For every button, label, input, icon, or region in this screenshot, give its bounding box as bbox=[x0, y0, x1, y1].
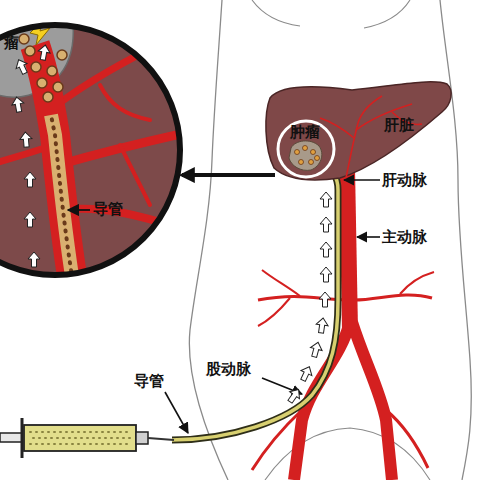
liver-shape bbox=[266, 82, 451, 180]
node-text: 肝脏 bbox=[384, 116, 414, 134]
zoom-arrow bbox=[182, 173, 275, 177]
syringe-plunger bbox=[0, 433, 22, 442]
flow-arrow bbox=[298, 364, 315, 383]
aorta bbox=[347, 168, 350, 330]
flow-arrow bbox=[24, 212, 36, 227]
part-label: 肝动脉 bbox=[382, 171, 427, 189]
node-text: 瘤 bbox=[4, 34, 19, 52]
tumor-mass bbox=[289, 141, 322, 170]
flow-arrow bbox=[319, 292, 331, 307]
embolic-bead bbox=[311, 150, 316, 155]
catheter bbox=[51, 115, 75, 295]
iliac-artery bbox=[352, 322, 392, 480]
artery-branch bbox=[354, 295, 432, 300]
embolic-bead bbox=[53, 82, 63, 92]
body-outline bbox=[440, 0, 471, 480]
tumor: 肿瘤 bbox=[275, 118, 337, 180]
embolic-bead bbox=[303, 146, 308, 151]
embolic-bead bbox=[315, 156, 320, 161]
part-label: 股动脉 bbox=[206, 360, 251, 378]
liver: 肝脏 肿瘤 bbox=[262, 78, 454, 182]
leader-line bbox=[357, 236, 380, 238]
artery-branch bbox=[400, 272, 434, 294]
flow-arrow bbox=[320, 192, 332, 207]
hepatic-vessel bbox=[358, 96, 382, 123]
artery-branch bbox=[120, 145, 150, 205]
leader-line bbox=[165, 392, 188, 433]
flow-arrows bbox=[285, 192, 332, 405]
flow-arrow bbox=[28, 252, 40, 267]
zoom-content bbox=[0, 15, 185, 295]
syringe-dots bbox=[30, 443, 130, 445]
part-label: 导管 bbox=[134, 372, 164, 390]
embolic-bead bbox=[295, 150, 300, 155]
embolic-bead bbox=[47, 66, 57, 76]
body-outline bbox=[364, 0, 410, 28]
embolic-bead bbox=[43, 92, 53, 102]
embolic-bead bbox=[25, 46, 35, 56]
catheter bbox=[172, 164, 338, 440]
embolic-bead bbox=[309, 160, 314, 165]
artery-branch bbox=[258, 298, 290, 326]
flow-arrow bbox=[37, 44, 51, 61]
leader-line bbox=[68, 209, 90, 211]
embolic-bead bbox=[57, 50, 67, 60]
flow-arrow bbox=[11, 96, 25, 113]
syringe-hub bbox=[136, 432, 148, 444]
embolic-bead bbox=[299, 160, 304, 165]
node-text: 导管 bbox=[93, 200, 123, 218]
syringe-barrel bbox=[24, 425, 136, 451]
artery-trunk bbox=[35, 45, 75, 295]
artery-branch bbox=[50, 49, 150, 110]
hepatic-vessel bbox=[346, 123, 358, 178]
embolic-bead bbox=[19, 34, 29, 44]
catheter bbox=[172, 164, 338, 440]
artery-branch bbox=[100, 85, 150, 120]
node-text: 肿瘤 bbox=[290, 123, 320, 141]
flow-arrow bbox=[308, 341, 323, 359]
body-outline bbox=[189, 0, 228, 480]
zoom-circle-border bbox=[0, 25, 180, 275]
flow-arrow bbox=[19, 132, 32, 148]
zoom-circle: 瘤导管 bbox=[0, 25, 182, 280]
artery-branch bbox=[262, 270, 300, 296]
embolic-bead bbox=[31, 62, 41, 72]
syringe-needle bbox=[148, 438, 174, 440]
flow-arrow bbox=[24, 172, 36, 187]
tumor-circle bbox=[278, 121, 334, 177]
syringe-dots bbox=[30, 431, 130, 433]
embolic-bead bbox=[37, 78, 47, 88]
catheter-dots bbox=[51, 115, 75, 295]
leader-line bbox=[344, 179, 380, 181]
flow-arrow bbox=[320, 242, 332, 257]
flow-arrow bbox=[320, 217, 332, 232]
flow-arrow bbox=[315, 317, 329, 334]
flow-arrow bbox=[285, 386, 303, 405]
flow-arrow bbox=[320, 267, 332, 282]
part-label: 主动脉 bbox=[382, 228, 427, 246]
body-outline bbox=[252, 0, 300, 26]
syringe-flange bbox=[21, 418, 24, 458]
flow-arrow bbox=[13, 57, 30, 76]
syringe-dots bbox=[33, 437, 130, 439]
zoom-circle-outline bbox=[0, 25, 182, 280]
